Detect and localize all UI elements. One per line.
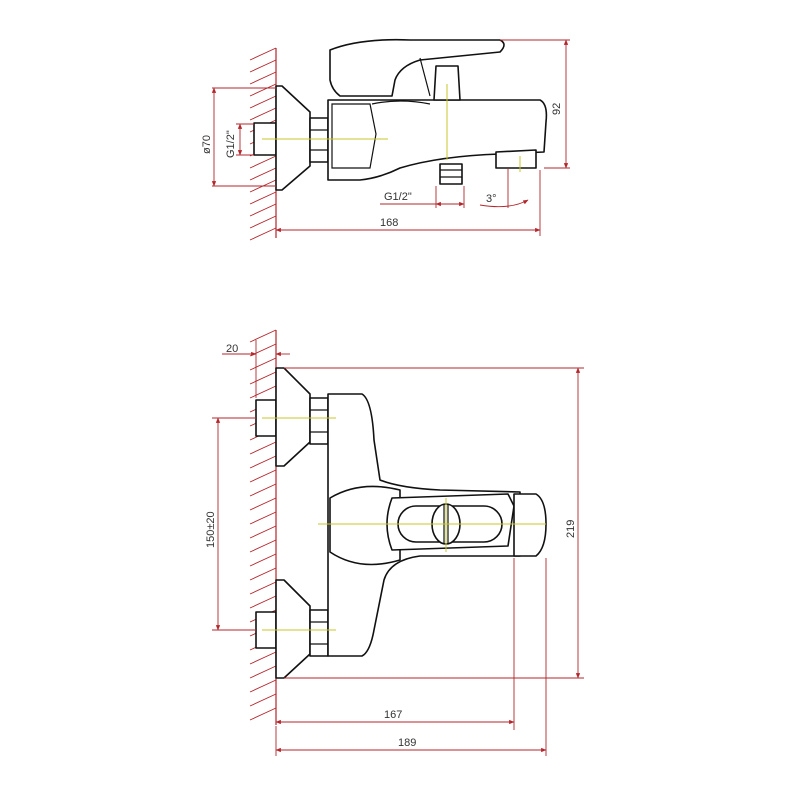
lever-handle-top xyxy=(329,38,505,97)
dim-overall-height: 219 xyxy=(565,520,577,538)
spout-tip-front xyxy=(513,493,547,557)
diverter-knob-top xyxy=(433,65,461,101)
dim-overall-length: 168 xyxy=(380,217,398,229)
wall-flange-top xyxy=(275,85,311,191)
cartridge-cover xyxy=(329,485,401,566)
dim-inlet-thread: G1/2" xyxy=(225,130,237,158)
nut-top xyxy=(309,117,329,163)
top-view: ø70 G1/2" 92 168 G1/2" 3° xyxy=(201,38,570,241)
dim-overall-depth: 189 xyxy=(398,737,416,749)
dim-spout-reach: 167 xyxy=(384,709,402,721)
wall-hatch-front xyxy=(249,329,277,725)
dim-inlet-spacing: 150±20 xyxy=(205,511,217,548)
mixer-body-top xyxy=(327,99,548,181)
dim-height: 92 xyxy=(551,103,563,115)
lower-flange xyxy=(275,579,311,679)
shower-outlet-top xyxy=(439,163,463,185)
dim-flange-diameter: ø70 xyxy=(201,135,213,154)
dim-outlet-thread: G1/2" xyxy=(384,191,412,203)
dim-spout-angle: 3° xyxy=(486,193,497,205)
dim-wall-offset: 20 xyxy=(226,343,238,355)
upper-nut xyxy=(309,397,329,445)
spout-outlet-top xyxy=(495,149,537,169)
front-view: 20 150±20 219 167 189 xyxy=(205,329,584,756)
lower-nut xyxy=(309,609,329,657)
upper-flange xyxy=(275,367,311,467)
